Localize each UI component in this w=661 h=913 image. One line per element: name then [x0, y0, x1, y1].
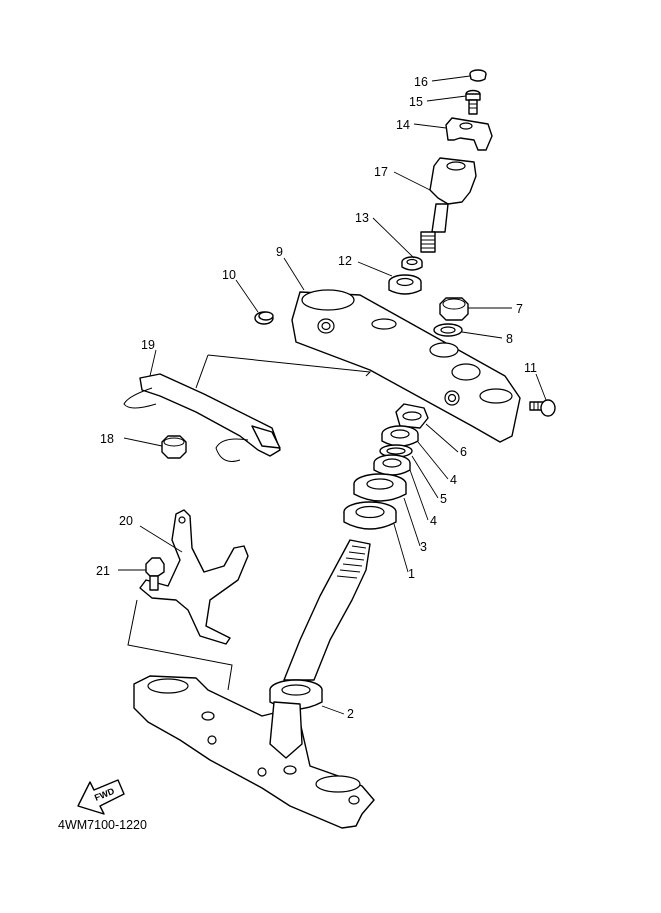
part-16-cap: [469, 69, 487, 82]
callout-17: 17: [374, 165, 388, 179]
part-4-ring-nut-lower: [373, 454, 411, 476]
part-8-washer: [433, 323, 463, 337]
callout-16: 16: [414, 75, 428, 89]
part-21-bolt: [145, 557, 165, 591]
callout-2: 2: [347, 707, 354, 721]
part-11-bolt: [529, 399, 556, 417]
part-4-ring-nut-upper: [381, 425, 419, 447]
callout-18: 18: [100, 432, 114, 446]
part-19-bracket: [123, 373, 281, 462]
part-9-upper-bracket: [291, 289, 521, 443]
callout-1: 1: [408, 567, 415, 581]
part-15-bolt: [465, 89, 481, 115]
reference-lines: [127, 354, 372, 691]
part-18-nut: [161, 435, 187, 459]
fwd-arrow-icon: FWD: [77, 779, 125, 815]
part-10-plug: [254, 311, 274, 325]
leader-lines: [118, 75, 547, 715]
diagram-code: 4WM7100-1220: [58, 818, 147, 832]
callout-6: 6: [460, 445, 467, 459]
callout-9: 9: [276, 245, 283, 259]
callout-11: 11: [524, 361, 537, 375]
part-12-damper: [388, 274, 422, 295]
callout-8: 8: [506, 332, 513, 346]
part-14-upper-holder: [445, 117, 493, 151]
callout-4-lower: 4: [430, 514, 437, 528]
callout-labels: 16 15 14 17 13 12 9 10 7 8 11 19 18 6 4 …: [96, 75, 537, 721]
callout-7: 7: [516, 302, 523, 316]
part-3-bearing-cover: [353, 473, 407, 502]
callout-20: 20: [119, 514, 133, 528]
part-6-lock-washer: [395, 403, 429, 429]
callout-10: 10: [222, 268, 236, 282]
callout-5: 5: [440, 492, 447, 506]
callout-15: 15: [409, 95, 423, 109]
part-13-collar: [401, 256, 423, 271]
part-17-lower-holder: [420, 157, 477, 253]
part-1-bearing: [343, 501, 397, 530]
callout-4-upper: 4: [450, 473, 457, 487]
steering-stem: [283, 539, 371, 681]
callout-13: 13: [355, 211, 369, 225]
callout-14: 14: [396, 118, 410, 132]
callout-12: 12: [338, 254, 352, 268]
lower-bracket: [133, 675, 375, 829]
part-7-cap-nut: [439, 297, 469, 321]
callout-19: 19: [141, 338, 155, 352]
callout-3: 3: [420, 540, 427, 554]
callout-21: 21: [96, 564, 110, 578]
